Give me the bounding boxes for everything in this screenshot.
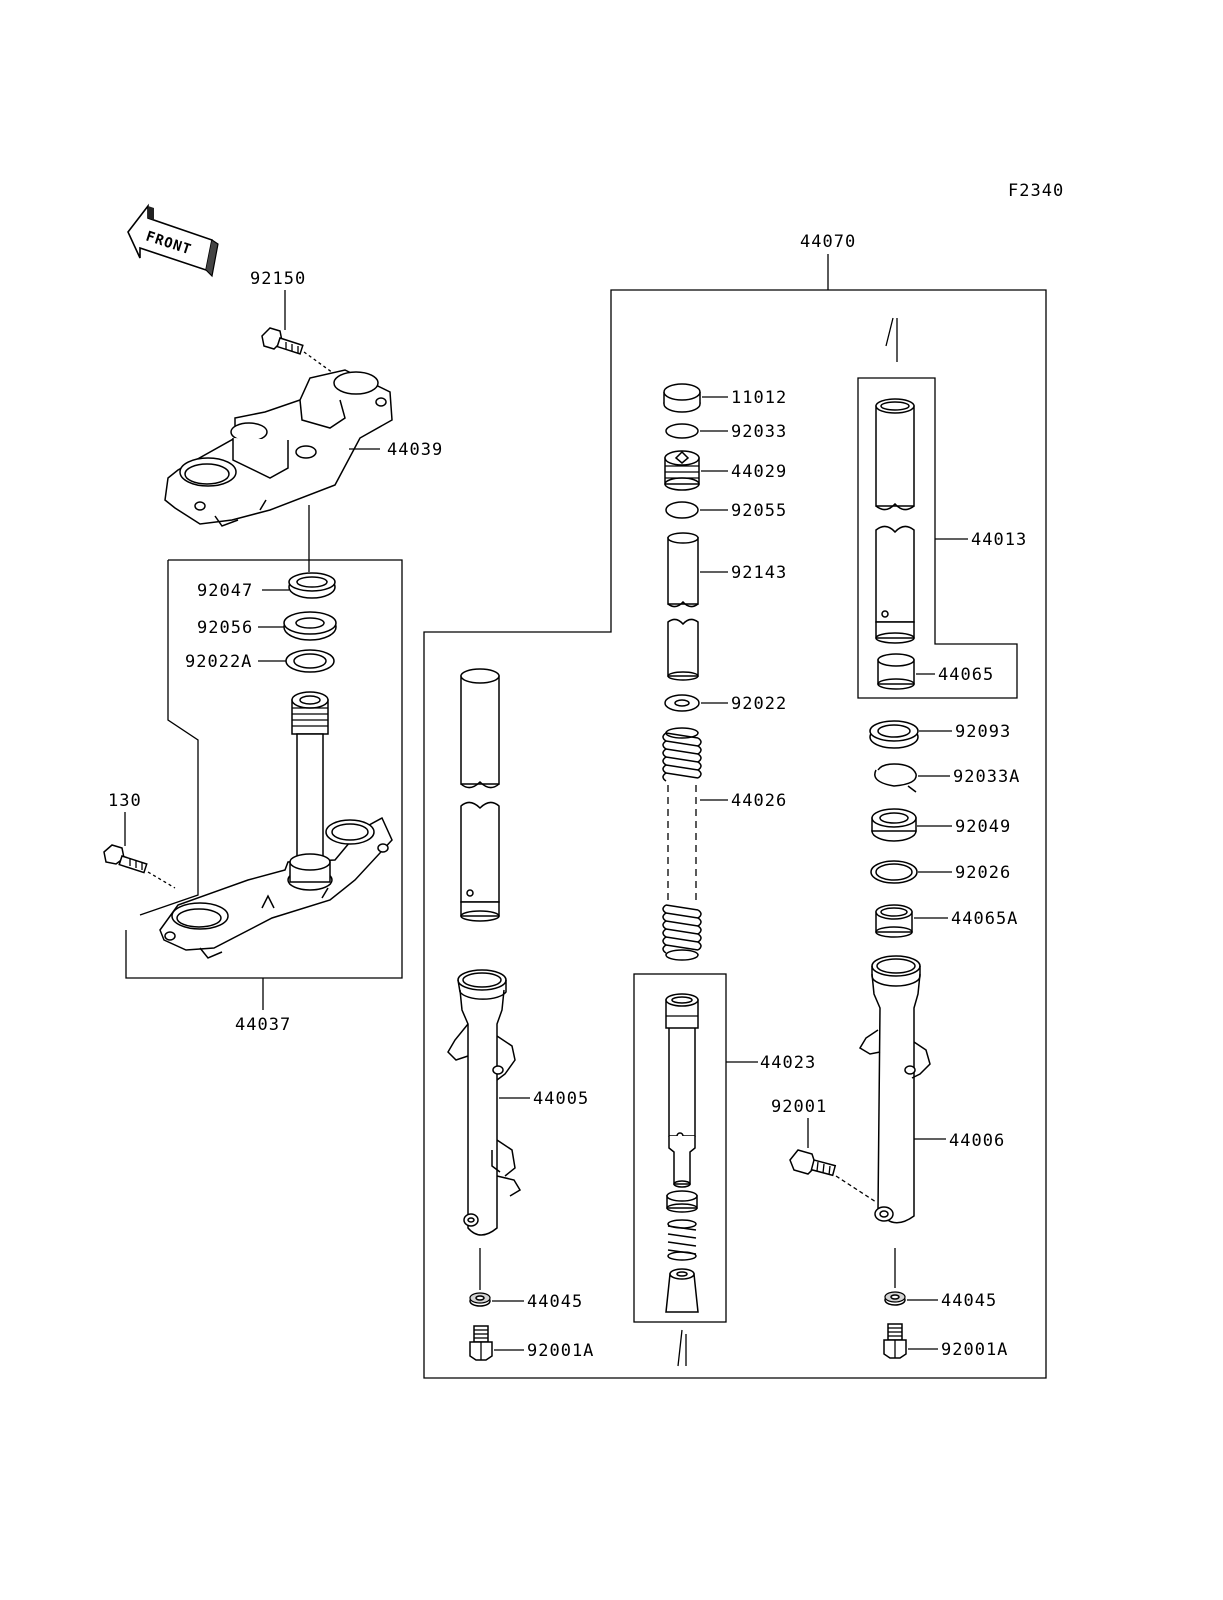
label-44005: 44005 [533,1089,589,1109]
washer-92022 [664,694,700,712]
seal-92047 [288,572,336,599]
label-44065: 44065 [938,665,994,685]
group-outline-44013 [857,377,1018,699]
bolt-130 [103,844,176,889]
label-92022: 92022 [731,694,787,714]
fork-spring-44026 [662,727,702,961]
bolt-92001a-right [883,1323,907,1359]
label-44065a: 44065A [951,909,1018,929]
bolt-92001 [789,1149,877,1203]
label-92022a: 92022A [185,652,252,672]
label-92093: 92093 [955,722,1011,742]
bolt-92001a-left [469,1325,493,1361]
bush-44065a [875,904,913,938]
label-92055: 92055 [731,501,787,521]
label-44023: 44023 [760,1053,816,1073]
washer-92026 [870,860,918,884]
label-92150: 92150 [250,269,306,289]
bush-44065 [877,653,915,690]
group-outline-44070 [423,289,1047,1379]
bearing-92056 [283,611,337,641]
group-outline-44037 [125,559,403,979]
label-44045-right: 44045 [941,1291,997,1311]
oil-seal-92049 [871,808,917,842]
label-92001a-left: 92001A [527,1341,594,1361]
label-11012: 11012 [731,388,787,408]
gasket-44045-right [884,1291,906,1306]
dust-seal-92093 [869,720,919,749]
upper-bracket-44039 [164,369,393,527]
gasket-44045-left [469,1292,491,1307]
break-mark-bottom [677,1329,687,1367]
label-44037: 44037 [235,1015,291,1035]
label-92143: 92143 [731,563,787,583]
label-92001: 92001 [771,1097,827,1117]
label-92001a-right: 92001A [941,1340,1008,1360]
stem-bracket-44037 [159,691,393,959]
group-outline-44023 [633,973,727,1323]
circlip-92033a [874,763,917,793]
break-mark-top [885,317,898,362]
label-44045-left: 44045 [527,1292,583,1312]
damper-rod-44023 [665,993,699,1313]
label-44029: 44029 [731,462,787,482]
label-44006: 44006 [949,1131,1005,1151]
bolt-92150 [261,327,341,379]
collar-92143 [667,532,699,681]
outer-tube-44005 [447,969,522,1236]
label-92049: 92049 [955,817,1011,837]
label-44039: 44039 [387,440,443,460]
cap-11012 [663,383,701,413]
o-ring-92055 [665,501,699,519]
washer-92022a [285,649,335,673]
inner-tube-44013 [875,398,915,644]
label-92026: 92026 [955,863,1011,883]
circlip-92033 [665,423,699,439]
label-92047: 92047 [197,581,253,601]
label-130: 130 [108,791,142,811]
label-92056: 92056 [197,618,253,638]
front-direction-arrow: FRONT [127,203,219,278]
label-44026: 44026 [731,791,787,811]
spring-seat-44029 [664,450,700,491]
outer-tube-44006 [858,955,931,1224]
label-92033a: 92033A [953,767,1020,787]
label-44013: 44013 [971,530,1027,550]
label-44070: 44070 [800,232,856,252]
left-inner-tube [460,668,500,922]
label-92033: 92033 [731,422,787,442]
diagram-code: F2340 [1008,181,1064,201]
